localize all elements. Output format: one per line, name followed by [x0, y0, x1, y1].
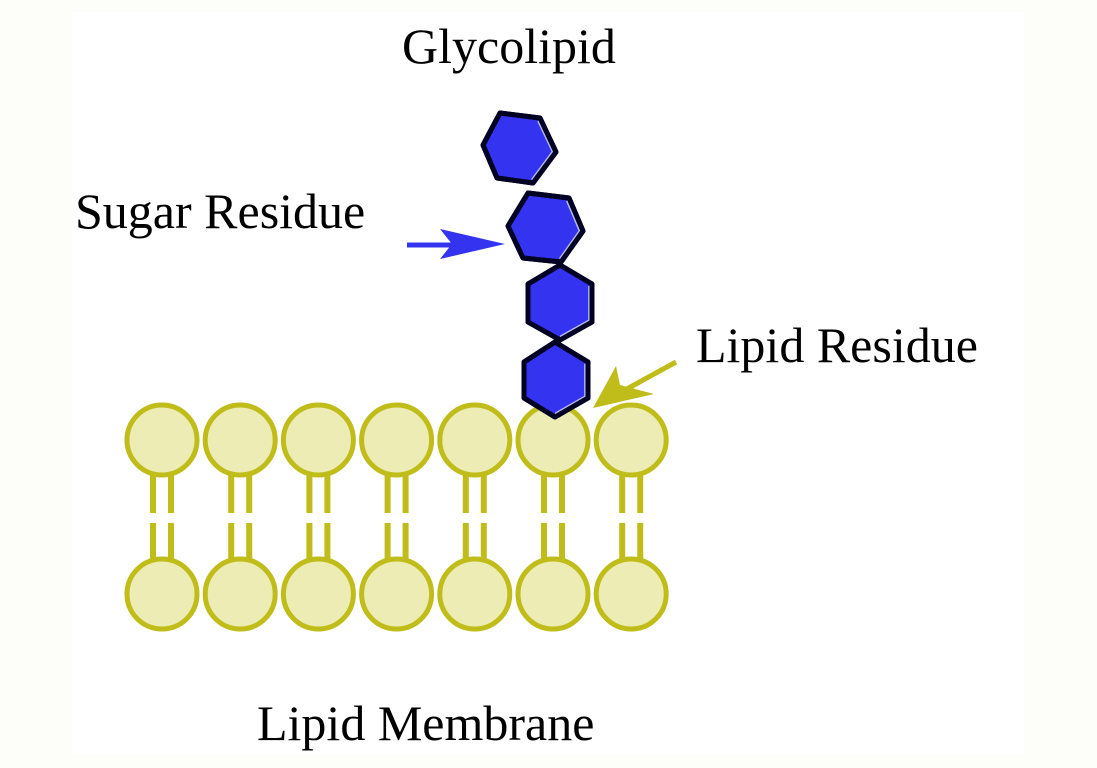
lipid-head-bottom: [280, 556, 356, 632]
lipid-arrow-shaft: [623, 359, 678, 393]
lipid-head-top: [437, 402, 513, 478]
lipid-pair: [593, 402, 669, 632]
sugar-arrow-head: [440, 229, 505, 259]
lipid-head-bottom: [124, 556, 200, 632]
lipid-arrow-head: [593, 366, 654, 408]
lipid-pair: [280, 402, 356, 632]
sugar-residue-hexagon: [480, 110, 559, 186]
title-glycolipid: Glycolipid: [402, 18, 616, 74]
sugar-residue-hexagon: [521, 339, 591, 420]
lipid-head-bottom: [359, 556, 435, 632]
lipid-head-top: [202, 402, 278, 478]
lipid-pair: [124, 402, 200, 632]
sugar-hexagon-highlight: [559, 198, 583, 262]
lipid-head-top: [359, 402, 435, 478]
sugar-hexagon-outline: [480, 110, 559, 186]
lipid-pair: [359, 402, 435, 632]
lipid-pair: [202, 402, 278, 632]
label-lipid-membrane: Lipid Membrane: [257, 695, 594, 751]
lipid-head-bottom: [515, 556, 591, 632]
lipid-residue-arrow: [593, 359, 678, 408]
lipid-head-top: [280, 402, 356, 478]
label-sugar-residue: Sugar Residue: [75, 183, 365, 239]
sugar-residue-arrow: [407, 229, 505, 259]
sugar-residue-hexagon: [525, 262, 595, 343]
label-lipid-residue: Lipid Residue: [696, 317, 978, 373]
sugar-hexagon-outline: [521, 339, 591, 420]
sugar-hexagon-outline: [505, 190, 586, 265]
sugar-residue-hexagon: [505, 190, 586, 265]
sugar-hexagon-outline: [525, 262, 595, 343]
lipid-pair: [515, 402, 591, 632]
lipid-bilayer: [124, 402, 669, 632]
lipid-head-bottom: [202, 556, 278, 632]
lipid-head-bottom: [593, 556, 669, 632]
lipid-head-top: [593, 402, 669, 478]
lipid-pair: [437, 402, 513, 632]
sugar-chain: [480, 110, 595, 420]
lipid-head-top: [124, 402, 200, 478]
lipid-head-bottom: [437, 556, 513, 632]
